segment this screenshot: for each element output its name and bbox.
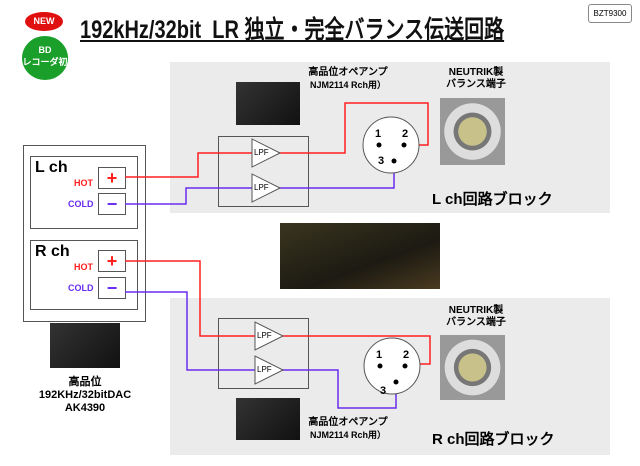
lch-pin3: 3 xyxy=(378,155,385,167)
rch-lpf-cold-label: LPF xyxy=(257,365,272,374)
lch-hot-out-wire xyxy=(278,102,429,154)
new-badge: NEW xyxy=(25,12,63,31)
bd-line2: レコーダ初 xyxy=(22,57,68,67)
rch-lpf-hot-label: LPF xyxy=(257,331,272,340)
lch-cold-label: COLD xyxy=(68,199,94,209)
lch-lpf-hot-label: LPF xyxy=(254,148,269,157)
rch-neutrik-label: NEUTRIK製 バランス端子 xyxy=(436,305,516,329)
lch-cold-wire xyxy=(125,187,252,205)
rch-opamp-label-1: 高品位オペアンプ xyxy=(308,417,388,428)
lch-opamp-photo xyxy=(236,82,300,125)
lch-neutrik-label-1: NEUTRIK製 xyxy=(448,67,504,78)
dac-label-3: AK4390 xyxy=(64,402,106,414)
rch-hot-label: HOT xyxy=(74,262,93,272)
lch-neutrik-label-2: バランス端子 xyxy=(446,79,506,90)
lch-pin1: 1 xyxy=(375,128,382,140)
lch-block-title: L ch回路ブロック xyxy=(432,191,553,208)
rch-minus-terminal: − xyxy=(98,277,126,299)
dac-label: 高品位 192KHz/32bitDAC AK4390 xyxy=(30,376,140,415)
lch-opamp-label: 高品位オペアンプ NJM2114 Rch用） xyxy=(298,67,398,91)
lch-lpf-cold-symbol xyxy=(251,173,282,203)
rch-cold-label: COLD xyxy=(68,283,94,293)
bd-badge: BD レコーダ初 xyxy=(22,36,68,80)
rch-pin1: 1 xyxy=(376,349,383,361)
lch-label: L ch xyxy=(35,159,68,176)
rch-cold-out-wire xyxy=(281,369,397,409)
lch-lpf-hot-symbol xyxy=(251,138,282,168)
rch-neutrik-connector-photo xyxy=(440,335,505,400)
lch-opamp-label-2: NJM2114 Rch用） xyxy=(309,80,387,90)
lch-plus-terminal: + xyxy=(98,167,126,189)
rch-opamp-label: 高品位オペアンプ NJM2114 Rch用） xyxy=(298,417,398,441)
rch-opamp-photo xyxy=(236,398,300,440)
model-badge: BZT9300 xyxy=(588,4,632,23)
rch-pin3: 3 xyxy=(380,385,387,397)
rch-cold-wire xyxy=(125,291,255,371)
rch-lpf-cold-symbol xyxy=(254,355,285,385)
rch-neutrik-label-1: NEUTRIK製 xyxy=(448,305,504,316)
rch-pin2: 2 xyxy=(403,349,410,361)
rch-block-title: R ch回路ブロック xyxy=(432,431,555,448)
rch-neutrik-label-2: バランス端子 xyxy=(446,317,506,328)
lch-hot-label: HOT xyxy=(74,178,93,188)
dac-label-1: 高品位 xyxy=(68,376,102,388)
lch-minus-terminal: − xyxy=(98,193,126,215)
rch-label: R ch xyxy=(35,243,70,260)
lch-lpf-cold-label: LPF xyxy=(254,183,269,192)
rch-hot-wire xyxy=(125,260,255,337)
dac-chip-photo xyxy=(50,323,120,368)
lch-hot-wire xyxy=(125,152,252,178)
lch-pin2: 2 xyxy=(402,128,409,140)
lch-opamp-label-1: 高品位オペアンプ xyxy=(308,67,388,78)
lch-neutrik-connector-photo xyxy=(440,98,505,165)
circuit-board-photo xyxy=(280,223,440,289)
dac-label-2: 192KHz/32bitDAC xyxy=(38,389,132,401)
page-title: 192kHz/32bit LR 独立・完全バランス伝送回路 xyxy=(80,16,505,44)
rch-opamp-label-2: NJM2114 Rch用） xyxy=(309,430,387,440)
bd-line1: BD xyxy=(38,45,52,55)
rch-lpf-hot-symbol xyxy=(254,321,285,351)
lch-neutrik-label: NEUTRIK製 バランス端子 xyxy=(436,67,516,91)
lch-xlr-circle xyxy=(362,116,420,174)
rch-xlr-circle xyxy=(363,337,421,395)
